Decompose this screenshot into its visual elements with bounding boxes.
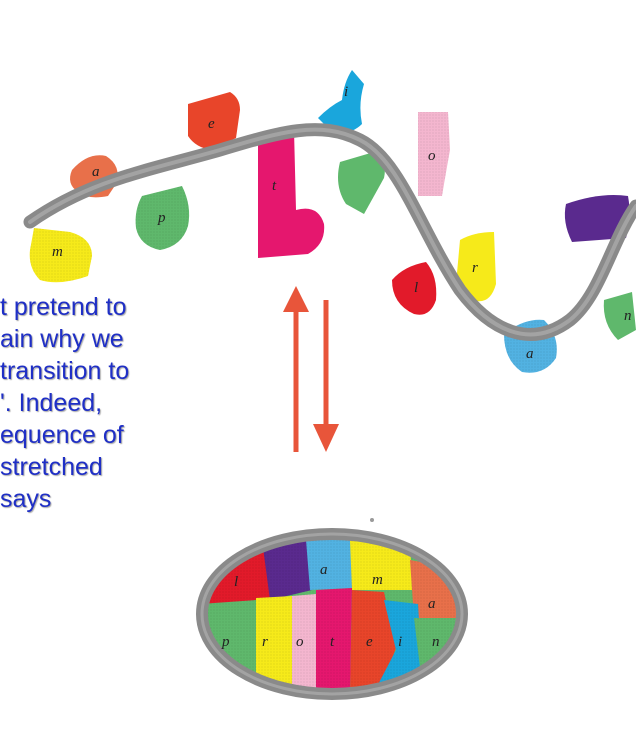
body-text-line: ain why we <box>0 325 124 353</box>
arrow-up-icon <box>283 286 309 452</box>
chain-letter: t <box>272 178 277 194</box>
chain-letter: m <box>52 244 63 260</box>
fold-letter: e <box>366 634 373 650</box>
body-text-line: equence of <box>0 421 124 449</box>
chain-letter: n <box>624 308 632 324</box>
chain-letter: o <box>428 148 436 164</box>
residue-green-mid <box>338 152 385 214</box>
fold-letter: o <box>296 634 304 650</box>
residue-e <box>188 92 240 150</box>
chain-letter: i <box>344 84 348 100</box>
chain-letter: r <box>472 260 478 276</box>
fold-letter: n <box>432 634 440 650</box>
chain-letter: p <box>157 210 166 226</box>
speck <box>370 518 374 522</box>
fold-letter: t <box>330 634 335 650</box>
body-text-line: says <box>0 485 52 513</box>
residue-purple <box>564 195 630 242</box>
folded-protein: l a m a p r o t e i n <box>196 528 468 700</box>
residue-t <box>258 130 325 258</box>
unfolded-backbone <box>23 123 636 341</box>
chain-letter: l <box>414 280 418 296</box>
body-text: t pretend to ain why we transition to '.… <box>0 291 220 515</box>
arrow-down-icon <box>313 300 339 452</box>
residue-i <box>318 70 364 133</box>
folding-arrows <box>283 286 339 452</box>
residue-n <box>603 292 636 340</box>
residue-l <box>392 262 437 315</box>
fold-letter: m <box>372 572 383 588</box>
body-text-line: '. Indeed, <box>0 389 103 417</box>
body-text-line: t pretend to <box>0 293 127 321</box>
chain-letter: a <box>526 346 534 362</box>
body-text-line: transition to <box>0 357 130 385</box>
fold-letter: p <box>221 634 230 650</box>
fold-letter: a <box>320 562 328 578</box>
fold-letter: l <box>234 574 238 590</box>
fold-letter: a <box>428 596 436 612</box>
texture-overlay <box>29 112 557 373</box>
chain-letter: a <box>92 164 100 180</box>
chain-letter: e <box>208 116 215 132</box>
fold-letter: r <box>262 634 268 650</box>
fold-letter: i <box>398 634 402 650</box>
residue-r <box>456 232 496 302</box>
body-text-line: stretched <box>0 453 103 481</box>
unfolded-chain: m a p e t i o l r a n <box>23 70 636 373</box>
